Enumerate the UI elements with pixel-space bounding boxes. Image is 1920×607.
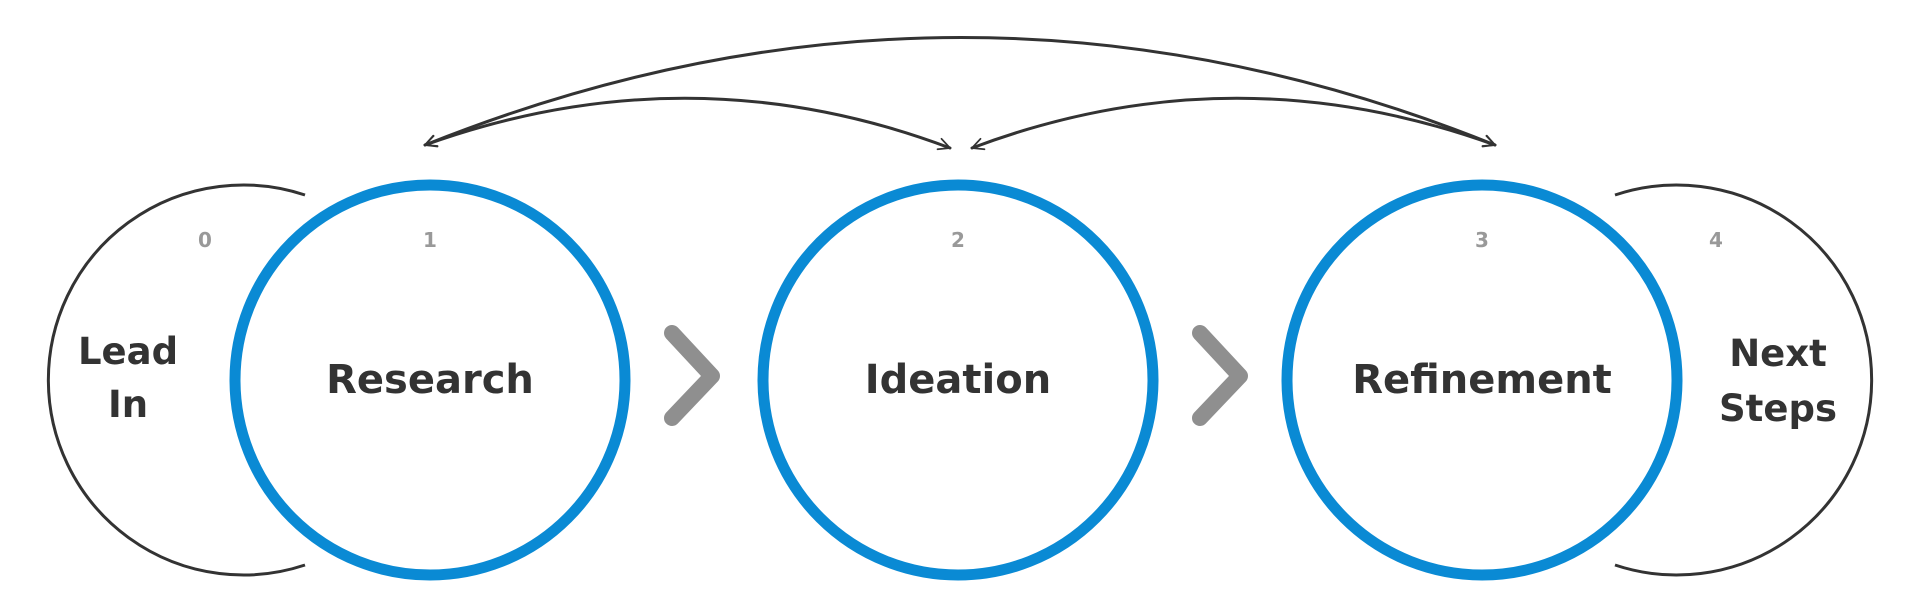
stage-4-label-line2: Steps <box>1719 387 1837 430</box>
arc-ideation-refinement <box>970 96 1497 151</box>
arc-research-ideation <box>423 96 952 151</box>
stage-0-label-line1: Lead <box>78 330 178 373</box>
stage-4-number: 4 <box>1709 228 1723 252</box>
chevron-right-icon <box>664 325 720 426</box>
stage-1-number: 1 <box>423 228 437 252</box>
stage-0-number: 0 <box>198 228 212 252</box>
chevron-right-icon <box>1192 325 1248 426</box>
stage-2-label: Ideation <box>865 357 1051 403</box>
stage-3-number: 3 <box>1475 228 1489 252</box>
stage-3-label: Refinement <box>1352 357 1612 403</box>
arc-research-refinement <box>423 36 1497 147</box>
stage-2-number: 2 <box>951 228 965 252</box>
stage-0-label-line2: In <box>108 383 148 426</box>
stage-1-ring <box>229 179 631 581</box>
stage-0-outline <box>46 183 306 577</box>
stage-3-ring <box>1281 179 1683 581</box>
stage-2-ring <box>757 179 1159 581</box>
stage-4-label-line1: Next <box>1729 332 1827 375</box>
stage-4-outline <box>1614 183 1874 577</box>
stage-1-label: Research <box>326 357 534 403</box>
